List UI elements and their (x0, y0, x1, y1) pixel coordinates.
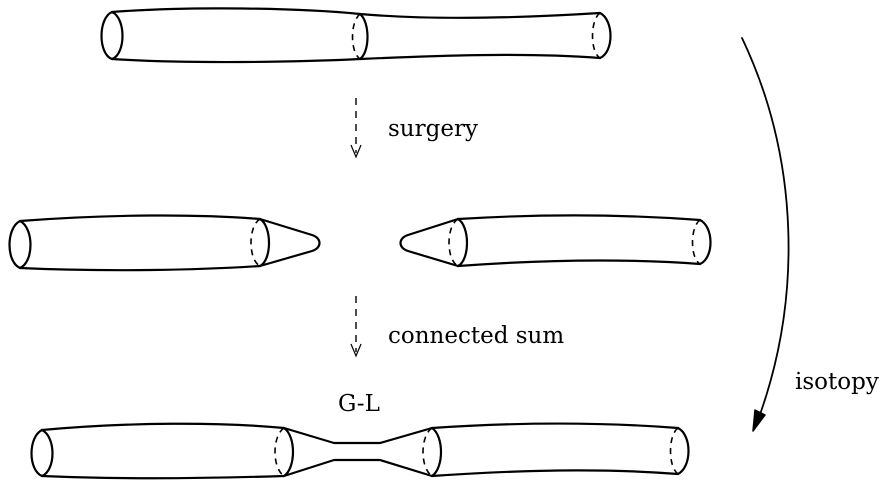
isotopy-arrow (742, 38, 789, 431)
connected-sum-label: connected sum (388, 323, 564, 349)
gl-label: G-L (338, 391, 380, 417)
original-tube (102, 8, 611, 62)
left-piece (10, 215, 320, 270)
isotopy-label: isotopy (795, 369, 879, 395)
surgery-label: surgery (388, 116, 478, 142)
surgery-arrow (351, 98, 361, 157)
connected-sum-arrow (351, 296, 361, 356)
right-piece (401, 215, 711, 266)
connected-sum-tube (32, 424, 689, 479)
